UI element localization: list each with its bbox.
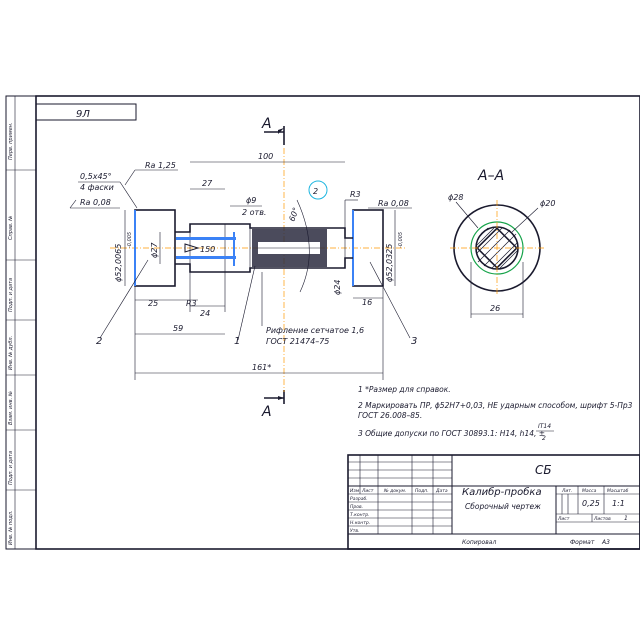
knurl-standard: ГОСТ 21474–75: [266, 337, 329, 346]
col-izm: Изм: [350, 488, 360, 494]
dim-d-left-tol: -0,005: [127, 232, 133, 248]
ref-circle-2: 2: [313, 187, 318, 196]
doc-code: 9Л: [76, 109, 90, 120]
row-prov: Пров.: [350, 504, 363, 510]
title-code: СБ: [535, 463, 552, 477]
section-mark-bottom: А: [261, 404, 272, 420]
note-1: 1 *Размер для справок.: [358, 385, 451, 394]
ref-1-leader: 1: [234, 336, 240, 347]
scale-label: Масштаб: [607, 488, 629, 494]
dim-d-right-tol: -0,005: [398, 232, 404, 248]
dim-d27: ϕ27: [150, 242, 159, 258]
side-label-7: Инв. № подл.: [8, 511, 14, 546]
sheets-label: Листов: [593, 516, 611, 522]
note-tol-num: IT14: [538, 423, 551, 430]
side-label-2: Справ. №: [8, 216, 14, 240]
dim-161: 161*: [252, 363, 271, 372]
section-d20: ϕ20: [540, 199, 555, 208]
dim-59: 59: [173, 324, 183, 333]
side-label-5: Взам. инв. №: [8, 391, 14, 425]
side-label-6: Подп. и дата: [8, 451, 14, 485]
dim-25: 25: [148, 299, 158, 308]
dim-ra125: Ra 1,25: [145, 161, 176, 170]
dim-r3-bottom: R3: [186, 299, 197, 308]
dim-ra008-left: Ra 0,08: [80, 198, 111, 207]
dim-100: 100: [258, 152, 273, 161]
arrow-150: 150: [200, 245, 215, 254]
section-mark-top: А: [261, 116, 272, 132]
dim-ra008-right: Ra 0,08: [378, 199, 409, 208]
col-list: Лист: [361, 488, 374, 494]
title-block: [347, 454, 640, 550]
mass-label: Масса: [582, 488, 597, 494]
dim-d-left: ϕ52,0065: [114, 244, 123, 282]
binding-strip: [5, 95, 37, 550]
scale-value: 1:1: [612, 499, 625, 508]
sheet-border: [35, 95, 640, 550]
sheet-label: Лист: [557, 516, 570, 522]
knurl-note: Рифление сетчатое 1,6: [266, 326, 364, 335]
section-d28: ϕ28: [448, 193, 463, 202]
dim-16: 16: [362, 298, 372, 307]
row-nkontr: Н.контр.: [350, 520, 370, 526]
ref-2-leader: 2: [96, 336, 102, 347]
side-label-1: Перв. примен.: [8, 122, 14, 160]
title-subtitle: Сборочный чертеж: [465, 502, 541, 511]
dim-chamfer-count: 4 фаски: [80, 183, 114, 192]
dim-24: 24: [200, 309, 210, 318]
note-3: 3 Общие допуски по ГОСТ 30893.1: H14, h1…: [358, 429, 545, 438]
dim-d-right: ϕ52,0325: [385, 244, 394, 282]
dim-r3-top: R3: [350, 190, 361, 199]
side-label-3: Подп. и дата: [8, 278, 14, 312]
dim-60deg: 60°: [287, 206, 300, 222]
format-label: Формат: [570, 539, 595, 546]
section-26: 26: [490, 304, 500, 313]
row-razrab: Разраб.: [350, 496, 368, 502]
col-date: Дата: [435, 488, 448, 494]
dim-27: 27: [202, 179, 213, 188]
format-value: А3: [601, 539, 610, 546]
mass-value: 0,25: [582, 499, 600, 508]
note-2b: ГОСТ 26.008–85.: [358, 411, 422, 420]
dim-d24: ϕ24: [333, 280, 342, 295]
col-doc: № докум.: [383, 488, 406, 494]
note-tol-den: 2: [542, 435, 546, 442]
dim-holes: 2 отв.: [242, 208, 266, 217]
lit-label: Лит.: [561, 488, 572, 494]
title-name: Калибр-пробка: [462, 486, 542, 498]
section-square: [476, 227, 518, 269]
dim-chamfer: 0,5x45°: [80, 172, 112, 181]
sheets-value: 1: [624, 515, 628, 522]
row-utv: Утв.: [350, 528, 359, 534]
row-tkontr: Т.контр.: [350, 512, 370, 518]
note-2: 2 Маркировать ПР, ϕ52H7+0,03, НЕ ударным…: [358, 401, 633, 410]
col-sign: Подп.: [415, 488, 429, 494]
copied-label: Копировал: [462, 539, 496, 546]
section-view-title: А–А: [477, 168, 504, 184]
dim-d9: ϕ9: [246, 196, 256, 205]
ref-3-leader: 3: [411, 336, 417, 347]
side-label-4: Инв. № дубл.: [8, 336, 14, 370]
